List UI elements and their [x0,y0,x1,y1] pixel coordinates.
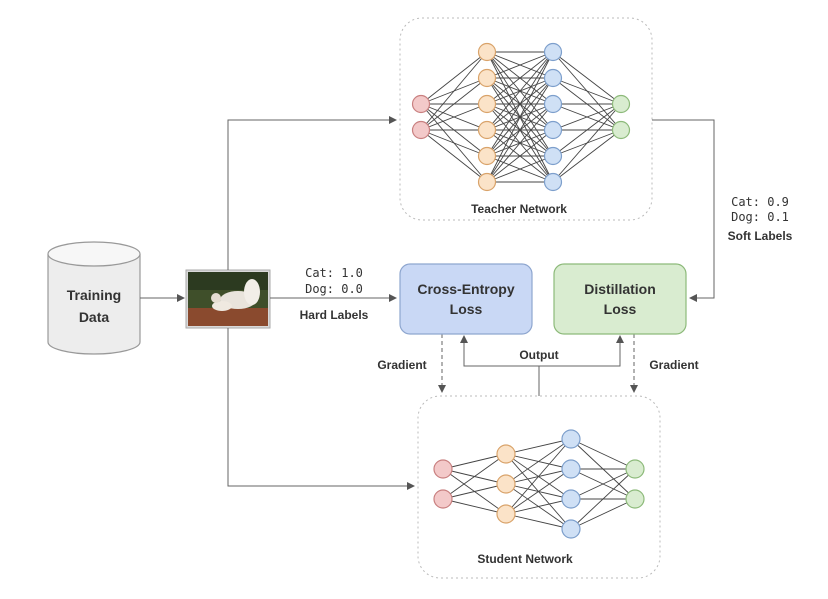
student-network-node [625,489,645,509]
soft-label-cat: Cat: 0.9 [731,195,789,209]
teacher-network-node [411,120,431,140]
teacher-network-node [477,94,497,114]
teacher-network-edge [552,77,622,105]
teacher-network-edge [552,103,622,183]
student-network-edge [570,498,636,530]
teacher-network-edge [552,129,622,183]
teacher-network-node [543,94,563,114]
teacher-network-label: Teacher Network [471,202,567,216]
teacher-network-edge [486,155,554,183]
student-network-node [433,489,453,509]
student-network-node [561,459,581,479]
student-network-node [561,519,581,539]
teacher-network-node [543,172,563,192]
teacher-network-edge [552,103,622,157]
teacher-network-node [477,42,497,62]
teacher-network-edge [486,51,554,183]
ce-loss-label-1: Cross-Entropy [417,281,514,297]
teacher-network-edge [420,129,488,157]
teacher-network-box [399,17,653,221]
soft-labels-title: Soft Labels [728,229,793,243]
training-data-label-1: Training [67,287,121,303]
teacher-network-node [543,68,563,88]
student-network-edge [442,498,507,515]
student-network-edge [505,468,572,515]
teacher-network-node [543,120,563,140]
teacher-network-node [477,172,497,192]
student-network-edge [505,438,572,455]
soft-label-dog: Dog: 0.1 [731,210,789,224]
ce-loss-label-2: Loss [450,301,483,317]
teacher-network-node [543,146,563,166]
student-network-node [561,429,581,449]
teacher-network-edge [420,103,488,131]
training-data-cylinder: Training Data [47,241,141,355]
teacher-network-edge [486,77,554,183]
teacher-network-edge [486,51,554,105]
student-network-edge [442,453,507,500]
student-network-node [496,504,516,524]
student-network-edge [442,483,507,500]
distill-loss-label-2: Loss [604,301,637,317]
cat-image [185,269,271,329]
student-network-edge [570,468,636,530]
teacher-network-edge [486,129,554,183]
teacher-network-edge [420,77,488,131]
teacher-network-node [611,94,631,114]
teacher-network-edge [552,103,622,131]
cross-entropy-loss-box: Cross-Entropy Loss [399,263,533,335]
teacher-network-graph [411,42,631,192]
student-network-edge [505,498,572,515]
hard-label-dog: Dog: 0.0 [305,282,363,296]
student-network-node [561,489,581,509]
teacher-network-edge [420,129,488,183]
teacher-network-node [543,42,563,62]
student-network-edge [570,468,636,500]
teacher-network-node [411,94,431,114]
output-label: Output [519,348,558,362]
student-network-box [417,395,661,579]
teacher-network-edge [486,51,554,131]
teacher-network-edge [420,51,488,105]
student-network-node [433,459,453,479]
teacher-network-edge [552,51,622,105]
gradient-label-right: Gradient [649,358,698,372]
hard-labels-title: Hard Labels [300,308,369,322]
student-network-node [496,474,516,494]
student-network-edge [570,438,636,470]
gradient-label-left: Gradient [377,358,426,372]
teacher-network-edge [420,51,488,131]
teacher-network-edge [486,51,554,157]
teacher-network-node [477,120,497,140]
connector-lines [140,116,715,490]
distill-loss-label-1: Distillation [584,281,656,297]
distillation-loss-box: Distillation Loss [553,263,687,335]
student-network-edge [505,513,572,530]
student-network-node [625,459,645,479]
teacher-network-edge [486,103,554,183]
student-network-label: Student Network [477,552,573,566]
student-network-edge [505,438,572,515]
student-network-edge [442,453,507,470]
student-network-node [496,444,516,464]
student-network-graph [433,429,645,539]
student-network-edge [505,438,572,485]
training-data-label-2: Data [79,309,110,325]
teacher-network-node [477,68,497,88]
teacher-network-edge [486,51,554,79]
teacher-network-node [477,146,497,166]
hard-label-cat: Cat: 1.0 [305,266,363,280]
teacher-network-node [611,120,631,140]
